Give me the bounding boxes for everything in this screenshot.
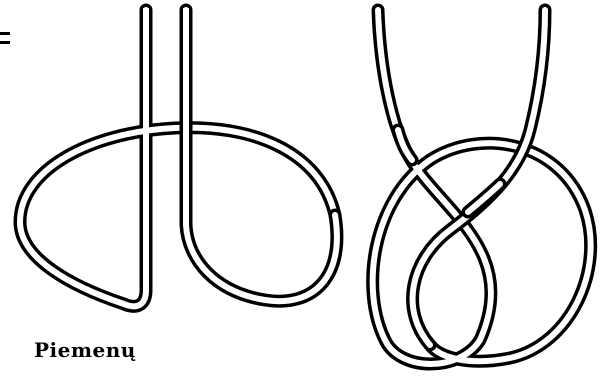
knot-name-caption: Piemenų <box>34 338 136 362</box>
knot-rope <box>373 10 591 364</box>
loop-rope <box>20 8 337 306</box>
